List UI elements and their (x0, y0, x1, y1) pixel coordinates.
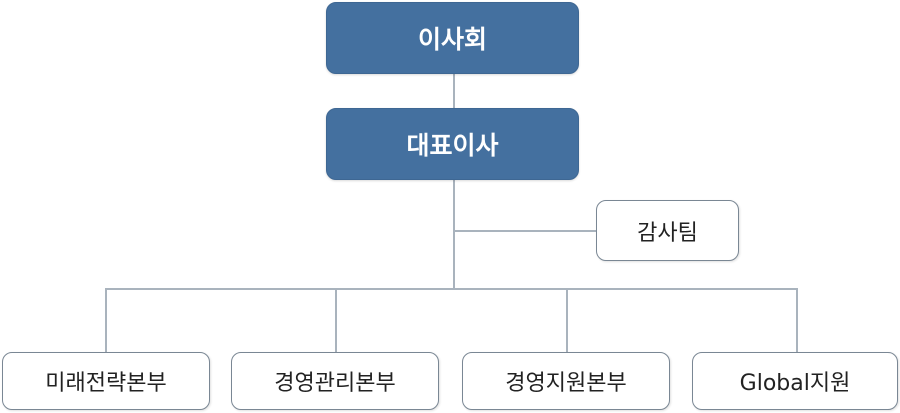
connector-divisions-horizontal (105, 288, 798, 290)
connector-division-1 (105, 288, 107, 352)
connector-division-2 (335, 288, 337, 352)
division-management-support: 경영지원본부 (462, 352, 670, 410)
ceo-node: 대표이사 (326, 108, 579, 180)
connector-ceo-trunk (453, 180, 455, 289)
division-global-support: Global지원 (692, 352, 898, 410)
division-management-admin: 경영관리본부 (231, 352, 439, 410)
board-node: 이사회 (326, 2, 579, 74)
connector-board-ceo (453, 74, 455, 108)
connector-audit (454, 230, 596, 232)
division-future-strategy: 미래전략본부 (2, 352, 210, 410)
connector-division-4 (796, 288, 798, 352)
connector-division-3 (566, 288, 568, 352)
audit-team-node: 감사팀 (596, 200, 739, 261)
